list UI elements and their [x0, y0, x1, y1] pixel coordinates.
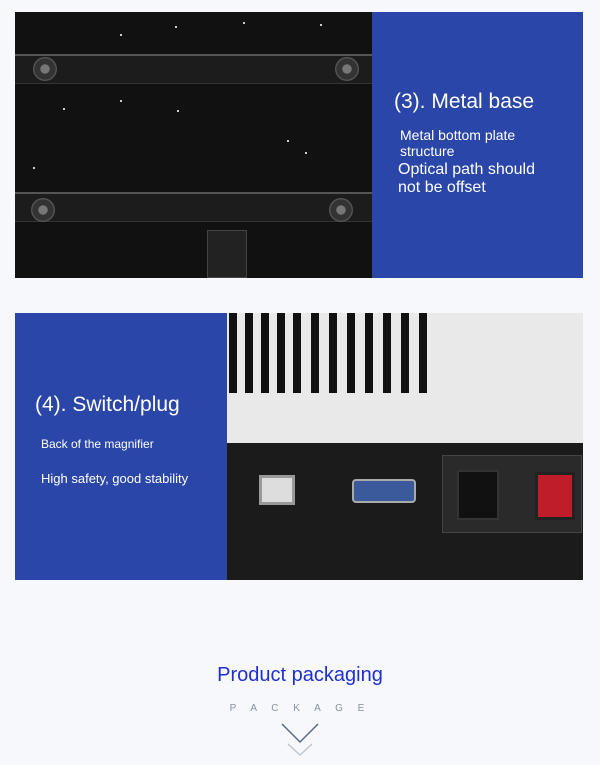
feature-text: High safety, good stability — [41, 471, 189, 486]
feature-text: Metal bottom plate structure — [400, 127, 516, 159]
power-socket — [457, 470, 499, 520]
section-title: (4). Switch/plug — [35, 393, 180, 416]
base-block — [207, 230, 247, 278]
feature-text: Back of the magnifier — [41, 437, 154, 451]
feature-text: Optical path should not be offset — [398, 161, 535, 196]
packaging-subtitle: P A C K A G E — [229, 703, 371, 714]
rubber-foot — [33, 57, 57, 81]
packaging-title: Product packaging — [217, 664, 383, 686]
base-rail — [15, 192, 372, 222]
rubber-foot — [329, 198, 353, 222]
metal-base-panel: (3). Metal base Metal bottom plate struc… — [372, 12, 583, 278]
base-rail — [15, 54, 372, 84]
section-title: (3). Metal base — [394, 90, 535, 113]
switch-plug-photo — [227, 313, 583, 580]
power-module — [442, 455, 582, 533]
rubber-foot — [31, 198, 55, 222]
chevron-down-icon — [281, 723, 319, 757]
switch-plug-panel: (4). Switch/plug Back of the magnifier H… — [15, 313, 227, 580]
usb-port — [259, 475, 295, 505]
rubber-foot — [335, 57, 359, 81]
metal-base-photo — [15, 12, 372, 278]
power-switch — [535, 472, 575, 520]
serial-port — [352, 479, 416, 503]
